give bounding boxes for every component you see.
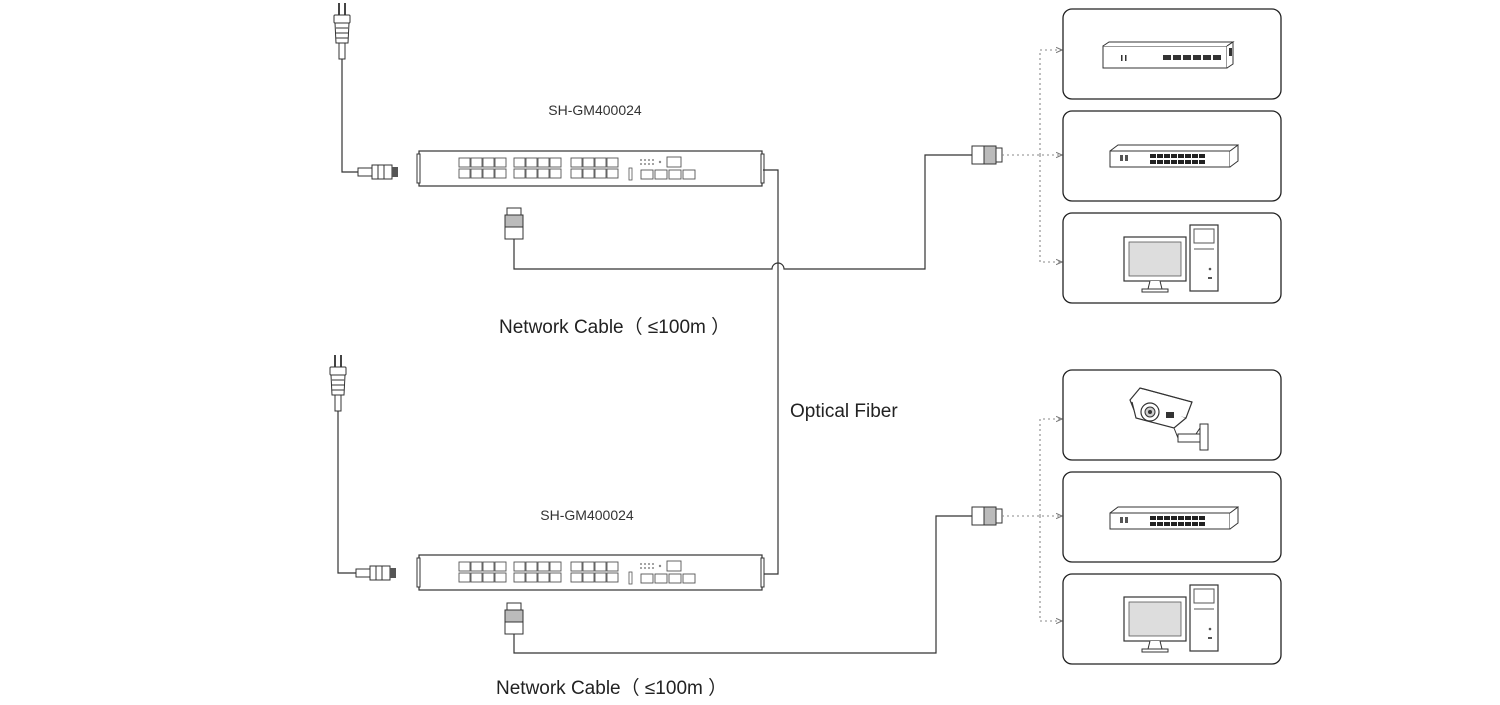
network-cable-top	[513, 154, 972, 270]
cable-label-bottom: Network Cable（ ≤100m ）	[496, 677, 727, 699]
power-connector-icon	[357, 164, 399, 180]
branch-line	[1039, 419, 1062, 516]
power-connector-icon	[355, 565, 397, 581]
switch-label-bottom: SH-GM400024	[540, 507, 634, 523]
bottom-section: SH-GM400024 Network Cable（ ≤100m ）	[329, 354, 1282, 699]
cable-label-top: Network Cable（ ≤100m ）	[499, 316, 730, 338]
poe-switch-bottom	[416, 554, 765, 591]
fiber-label: Optical Fiber	[790, 401, 898, 422]
branch-line	[1039, 155, 1062, 262]
rj45-connector-icon	[971, 506, 1003, 526]
power-cord	[337, 411, 356, 574]
router-icon	[1102, 41, 1234, 69]
power-plug-icon	[333, 2, 351, 60]
branch-line	[1039, 516, 1062, 621]
rj45-connector-icon	[504, 207, 524, 240]
power-plug-icon	[329, 354, 347, 412]
optical-fiber-line	[763, 169, 779, 575]
switch-label-top: SH-GM400024	[548, 102, 642, 118]
rj45-connector-icon	[504, 602, 524, 635]
rj45-connector-icon	[971, 145, 1003, 165]
top-section: SH-GM400024 Network Cable（ ≤100m ）	[333, 2, 1282, 338]
poe-switch-top	[416, 150, 765, 187]
switch-icon	[1109, 506, 1239, 530]
switch-icon	[1109, 144, 1239, 168]
power-cord	[341, 59, 358, 173]
branch-line	[1039, 50, 1062, 155]
network-cable-bottom	[513, 515, 972, 654]
